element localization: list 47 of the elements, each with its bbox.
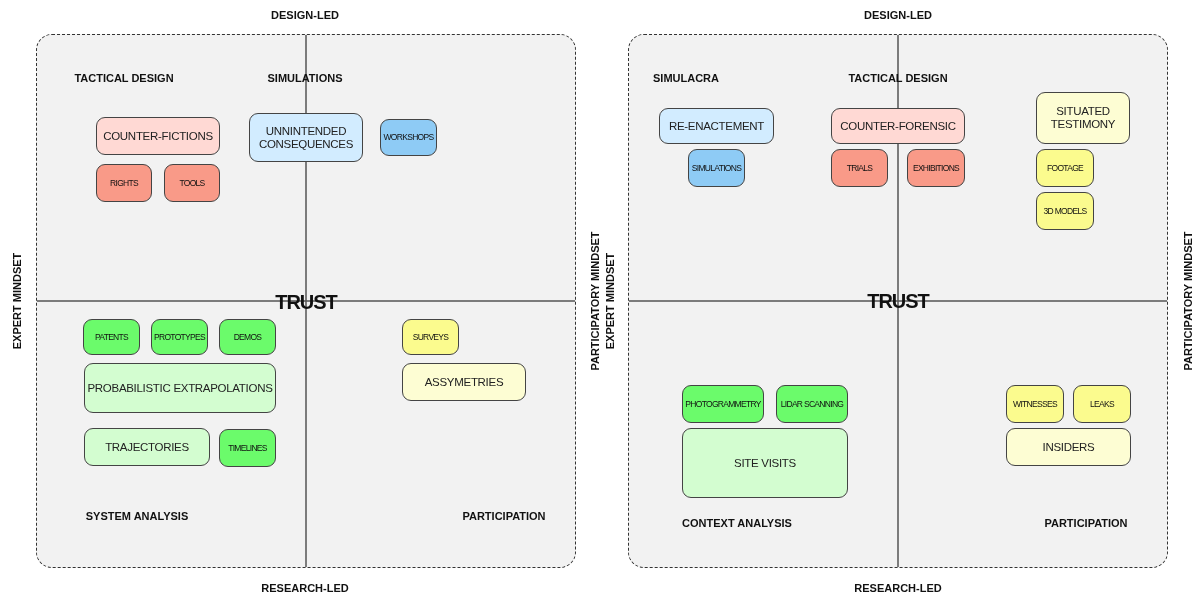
tag-box: PROTOTYPES <box>151 319 208 355</box>
category-box: SITUATED TESTIMONY <box>1036 92 1130 144</box>
quadrant-label: SIMULACRA <box>653 72 719 84</box>
quadrant-label: PARTICIPATION <box>1044 517 1128 529</box>
category-box: ASSYMETRIES <box>402 363 526 401</box>
category-box: SITE VISITS <box>682 428 848 498</box>
axis-label: PARTICIPATORY MINDSET <box>589 231 601 371</box>
tag-box: FOOTAGE <box>1036 149 1094 187</box>
center-label: TRUST <box>275 290 337 314</box>
quadrant-panel <box>36 34 576 568</box>
category-box: TRAJECTORIES <box>84 428 210 466</box>
tag-box: LEAKS <box>1073 385 1131 423</box>
category-box: INSIDERS <box>1006 428 1131 466</box>
tag-box: DEMOS <box>219 319 276 355</box>
quadrant-label: PARTICIPATION <box>462 510 546 522</box>
axis-label: RESEARCH-LED <box>854 582 942 594</box>
quadrant-panel <box>628 34 1168 568</box>
quadrant-label: SIMULATIONS <box>267 72 343 84</box>
axis-label: DESIGN-LED <box>271 9 339 21</box>
tag-box: WITNESSES <box>1006 385 1064 423</box>
tag-box: TRIALS <box>831 149 888 187</box>
tag-box: SIMULATIONS <box>688 149 745 187</box>
axis-label: DESIGN-LED <box>864 9 932 21</box>
category-box: COUNTER-FORENSIC <box>831 108 965 144</box>
quadrant-label: TACTICAL DESIGN <box>74 72 174 84</box>
tag-box: WORKSHOPS <box>380 119 437 156</box>
axis-label: PARTICIPATORY MINDSET <box>1182 231 1193 371</box>
quadrant-label: SYSTEM ANALYSIS <box>85 510 189 522</box>
tag-box: TOOLS <box>164 164 220 202</box>
tag-box: PATENTS <box>83 319 140 355</box>
axis-label: EXPERT MINDSET <box>604 252 616 350</box>
tag-box: TIMELINES <box>219 429 276 467</box>
tag-box: EXHIBITIONS <box>907 149 965 187</box>
quadrant-label: CONTEXT ANALYSIS <box>682 517 792 529</box>
category-box: COUNTER-FICTIONS <box>96 117 220 155</box>
quadrant-label: TACTICAL DESIGN <box>848 72 948 84</box>
center-label: TRUST <box>867 289 929 313</box>
tag-box: 3D MODELS <box>1036 192 1094 230</box>
tag-box: PHOTOGRAMMETRY <box>682 385 764 423</box>
axis-label: RESEARCH-LED <box>261 582 349 594</box>
tag-box: SURVEYS <box>402 319 459 355</box>
category-box: PROBABILISTIC EXTRAPOLATIONS <box>84 363 276 413</box>
tag-box: LIDAR SCANNING <box>776 385 848 423</box>
category-box: UNNINTENDED CONSEQUENCES <box>249 113 363 162</box>
tag-box: RIGHTS <box>96 164 152 202</box>
category-box: RE-ENACTEMENT <box>659 108 774 144</box>
axis-label: EXPERT MINDSET <box>11 252 23 350</box>
